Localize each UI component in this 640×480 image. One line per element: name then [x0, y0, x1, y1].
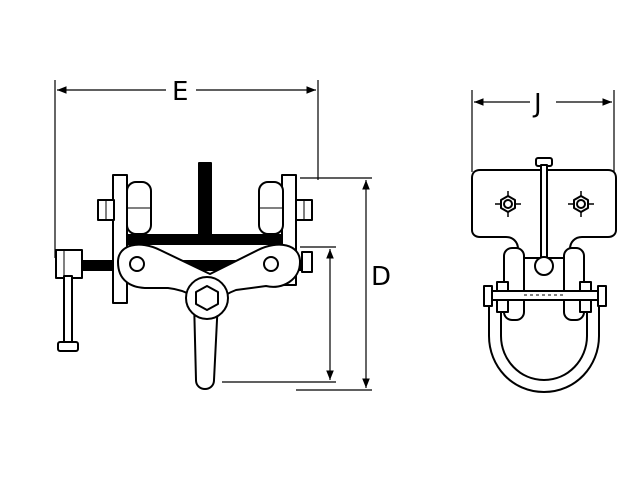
adjust-nut	[55, 249, 83, 279]
load-stem	[193, 299, 219, 390]
adjust-handle-knob	[57, 341, 79, 352]
dimension-j	[471, 90, 615, 172]
beam-web	[198, 162, 212, 244]
label-d: D	[371, 262, 391, 292]
beam-flange	[127, 234, 287, 245]
pin-shaft	[540, 164, 548, 266]
side-axle-left-nut	[483, 285, 493, 307]
right-pivot	[263, 256, 279, 272]
side-axle-right-nut	[597, 285, 607, 307]
side-view: J	[471, 89, 617, 393]
adjust-handle	[63, 275, 73, 345]
pin-ball	[534, 256, 554, 276]
left-pivot	[129, 256, 145, 272]
dimension-e	[54, 80, 319, 258]
hex-bolt	[195, 285, 219, 311]
front-view: E D	[54, 77, 391, 391]
dimension-inner	[222, 246, 336, 383]
dimension-d	[296, 177, 372, 391]
label-j: J	[532, 89, 542, 119]
left-bolt-icon	[495, 191, 521, 217]
left-side-plate	[112, 174, 128, 304]
right-shaft-nut	[301, 251, 313, 273]
right-bolt-icon	[568, 191, 594, 217]
side-axle	[489, 290, 605, 301]
label-e: E	[172, 77, 188, 107]
